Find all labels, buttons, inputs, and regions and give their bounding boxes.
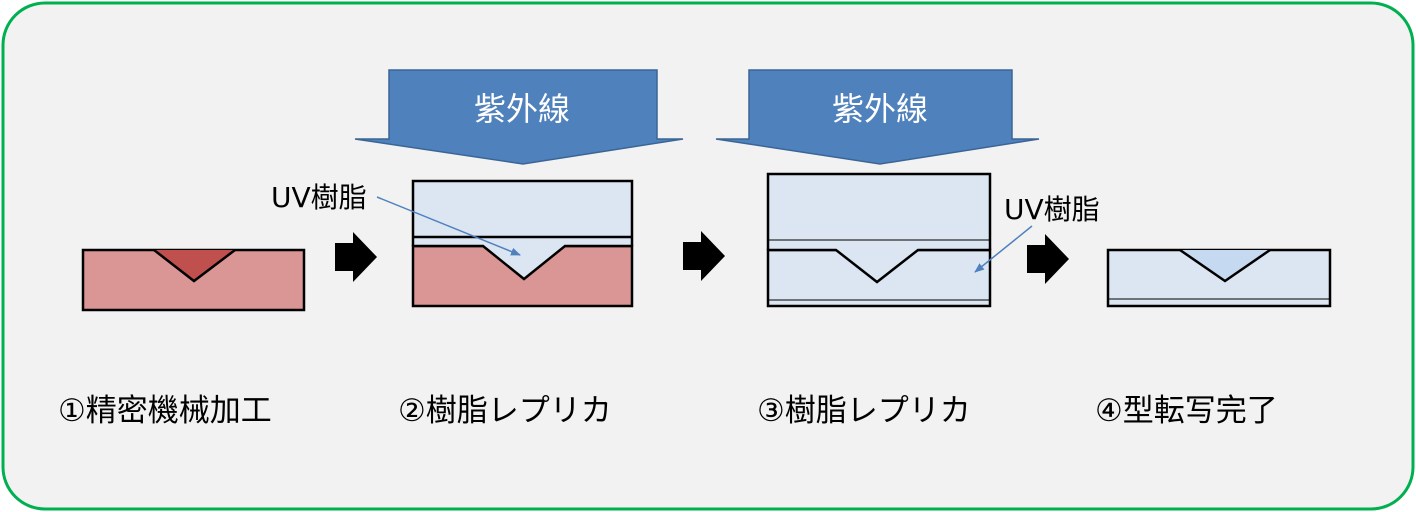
uv-resin-label-2: UV樹脂 (1004, 193, 1100, 226)
step-label-4: ④型転写完了 (1095, 393, 1278, 429)
resin-block (413, 181, 632, 279)
step2-replica (411, 179, 634, 308)
step-label-1: ①精密機械加工 (58, 393, 272, 429)
resin-upper-outline (766, 172, 992, 250)
uv-arrow-shape (715, 69, 1040, 165)
step-arrow-icon-3 (1027, 234, 1069, 284)
uv-arrow-label: 紫外線 (474, 90, 570, 128)
uv-arrow-shape (354, 69, 684, 165)
leader-line-1 (376, 196, 521, 256)
resin-upper-block (768, 174, 990, 282)
step1-mold (81, 248, 306, 312)
uv-resin-label-1: UV樹脂 (271, 181, 367, 214)
v-tip (1180, 250, 1270, 281)
step-arrow-icon-1 (335, 232, 377, 282)
uv-arrow-1: 紫外線 (354, 69, 684, 165)
resin-outline (411, 179, 634, 246)
step4-result (1106, 248, 1332, 308)
step3-replica (766, 172, 992, 308)
v-tip-outline (1179, 248, 1271, 283)
v-groove-outline (153, 249, 236, 283)
step-arrow-icon-2 (683, 231, 725, 281)
leader-line-2 (974, 225, 1033, 273)
mold-top-groove (413, 244, 632, 281)
uv-arrow-label: 紫外線 (832, 90, 928, 128)
lower-top-groove (768, 248, 990, 284)
uv-arrow-2: 紫外線 (715, 69, 1040, 165)
v-groove (154, 250, 235, 281)
step-label-3: ③樹脂レプリカ (757, 393, 971, 429)
step-label-2: ②樹脂レプリカ (398, 393, 612, 429)
